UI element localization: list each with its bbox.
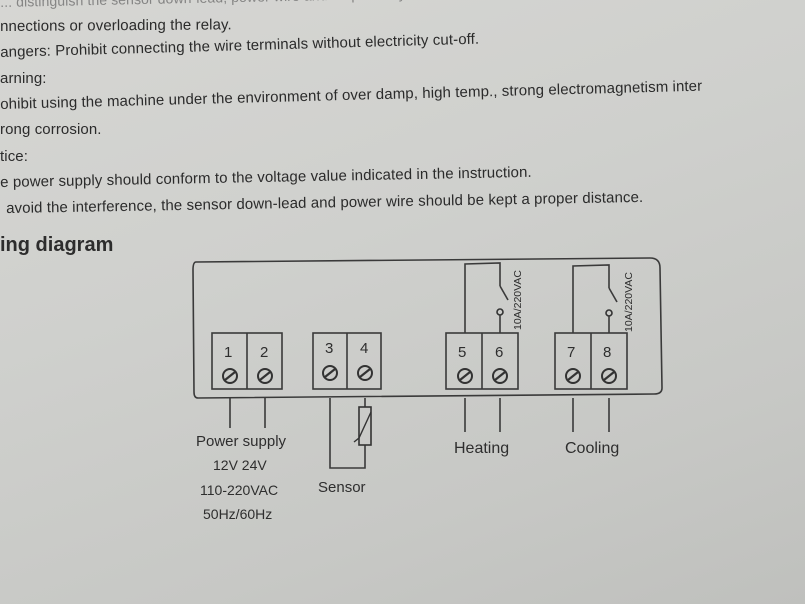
terminal-1-label: 1: [224, 344, 232, 361]
heating-label: Heating: [454, 440, 509, 457]
power-supply-label: Power supply: [196, 433, 287, 450]
cooling-label: Cooling: [565, 440, 619, 457]
terminal-8-label: 8: [603, 344, 611, 361]
screw-icons: [222, 365, 617, 384]
text-line-4: arning:: [0, 70, 47, 87]
sensor-label: Sensor: [318, 479, 366, 496]
section-heading: ing diagram: [0, 234, 114, 256]
screw-icon: [322, 365, 338, 381]
terminal-3-label: 3: [325, 340, 333, 357]
cooling-relay-rating: 10A/220VAC: [623, 272, 635, 332]
screw-icon: [565, 368, 581, 384]
screw-icon: [222, 368, 238, 384]
sensor-thermistor-icon: [353, 406, 372, 446]
terminal-4-label: 4: [360, 340, 368, 357]
screw-icon: [257, 368, 273, 384]
terminal-7-label: 7: [567, 344, 575, 361]
external-wires: [229, 398, 610, 469]
power-supply-voltage-dc: 12V 24V: [213, 457, 267, 473]
screw-icon: [357, 365, 373, 381]
power-supply-frequency: 50Hz/60Hz: [203, 506, 272, 522]
heating-relay-rating: 10A/220VAC: [512, 270, 524, 330]
screw-icon: [601, 368, 617, 384]
terminal-5-label: 5: [458, 344, 466, 361]
controller-housing: [192, 257, 663, 399]
cooling-relay-contact: [572, 264, 618, 333]
terminal-6-label: 6: [495, 344, 503, 361]
text-line-7: tice:: [0, 148, 29, 165]
power-supply-voltage-ac: 110-220VAC: [200, 482, 278, 498]
screw-icon: [457, 368, 473, 384]
text-line-6: rong corrosion.: [0, 121, 102, 138]
screw-icon: [492, 368, 508, 384]
terminal-2-label: 2: [260, 344, 268, 361]
heating-relay-contact: [464, 262, 509, 333]
